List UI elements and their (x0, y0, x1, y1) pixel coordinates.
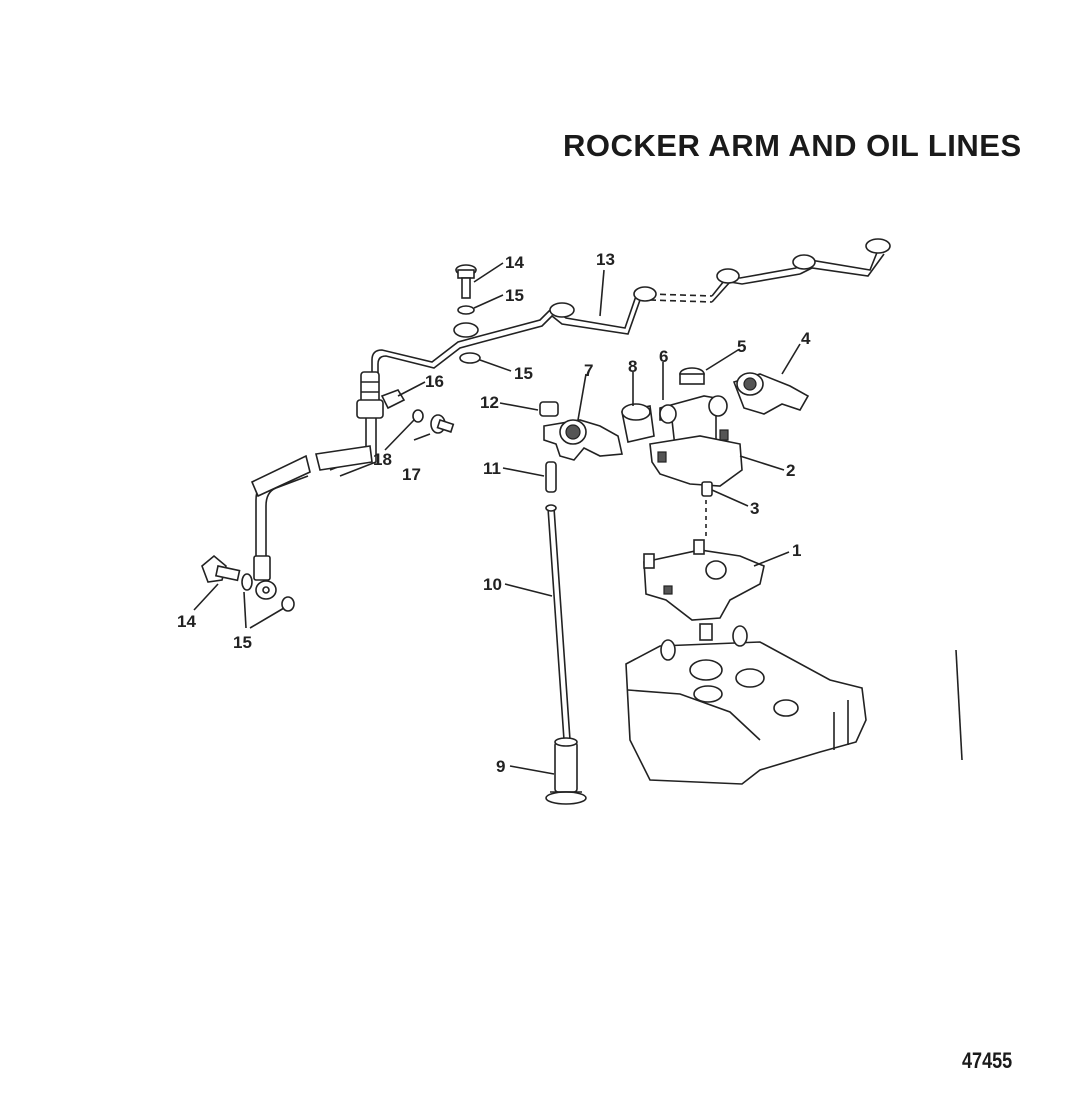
callout-5: 5 (737, 337, 746, 356)
rocker-shaft-and-pedestal (621, 367, 810, 540)
cylinder-head (625, 623, 963, 785)
callout-14-top: 14 (505, 253, 524, 272)
callout-16: 16 (425, 372, 444, 391)
oil-line-left-pipe (250, 371, 384, 600)
rocker-arm-7 (539, 401, 623, 461)
callout-7: 7 (584, 361, 593, 380)
callout-8: 8 (628, 357, 637, 376)
callout-18: 18 (373, 450, 392, 469)
callout-9: 9 (496, 757, 505, 776)
pushrod-assembly (545, 461, 587, 805)
diagram-title: ROCKER ARM AND OIL LINES (563, 128, 1022, 163)
callout-15-top: 15 (505, 286, 524, 305)
clamp-16-bolt-17 (380, 389, 455, 434)
callout-labels: 1 2 3 4 5 6 7 8 9 10 11 12 13 14 14 15 1… (177, 250, 811, 776)
callout-1: 1 (792, 541, 801, 560)
oil-line-13 (371, 238, 891, 392)
banjo-bolt-14-bottom (201, 554, 295, 612)
callout-17: 17 (402, 465, 421, 484)
callout-15-middle: 15 (514, 364, 533, 383)
callout-2: 2 (786, 461, 795, 480)
rocker-assembly-1 (643, 539, 765, 621)
callout-15-bottom: 15 (233, 633, 252, 652)
callout-13: 13 (596, 250, 615, 269)
callout-10: 10 (483, 575, 502, 594)
figure-number: 47455 (962, 1048, 1013, 1073)
callout-6: 6 (659, 347, 668, 366)
callout-3: 3 (750, 499, 759, 518)
callout-4: 4 (801, 329, 811, 348)
callout-14-bottom: 14 (177, 612, 196, 631)
banjo-bolt-14-top (455, 264, 481, 364)
leader-lines (193, 262, 801, 775)
callout-12: 12 (480, 393, 499, 412)
callout-11: 11 (483, 459, 501, 478)
